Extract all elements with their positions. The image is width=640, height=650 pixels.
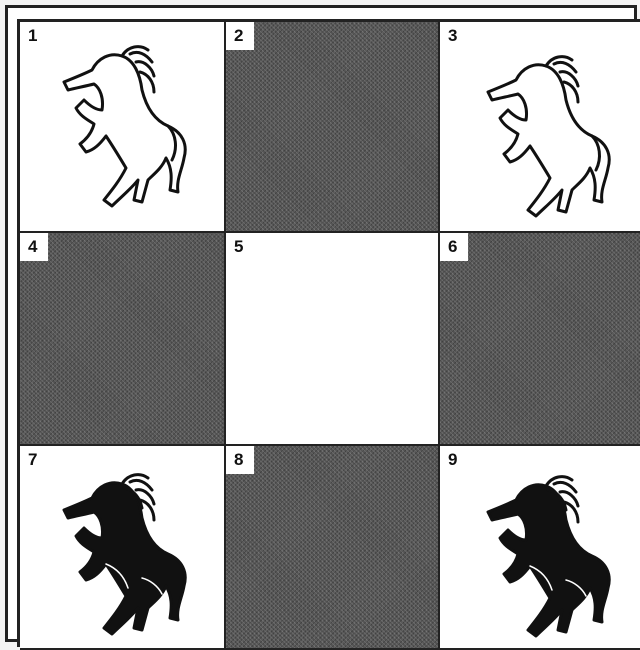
square-6[interactable]: 6 — [440, 233, 640, 446]
square-number: 3 — [440, 22, 468, 50]
square-number: 2 — [226, 22, 254, 50]
game-board: 1 2 3 4 — [5, 5, 637, 642]
square-number: 6 — [440, 233, 468, 261]
black-horse-icon — [474, 470, 624, 640]
square-8[interactable]: 8 — [226, 446, 440, 650]
square-5[interactable]: 5 — [226, 233, 440, 446]
square-9[interactable]: 9 — [440, 446, 640, 650]
white-horse-icon — [50, 40, 200, 210]
square-number: 4 — [20, 233, 48, 261]
square-number: 9 — [440, 446, 468, 474]
square-number: 7 — [20, 446, 48, 474]
square-2[interactable]: 2 — [226, 22, 440, 233]
square-number: 5 — [226, 233, 254, 261]
board-grid: 1 2 3 4 — [17, 19, 640, 647]
black-horse-icon — [50, 468, 200, 638]
square-1[interactable]: 1 — [20, 22, 226, 233]
white-horse-icon — [474, 50, 624, 220]
square-number: 8 — [226, 446, 254, 474]
square-3[interactable]: 3 — [440, 22, 640, 233]
square-number: 1 — [20, 22, 48, 50]
square-7[interactable]: 7 — [20, 446, 226, 650]
square-4[interactable]: 4 — [20, 233, 226, 446]
